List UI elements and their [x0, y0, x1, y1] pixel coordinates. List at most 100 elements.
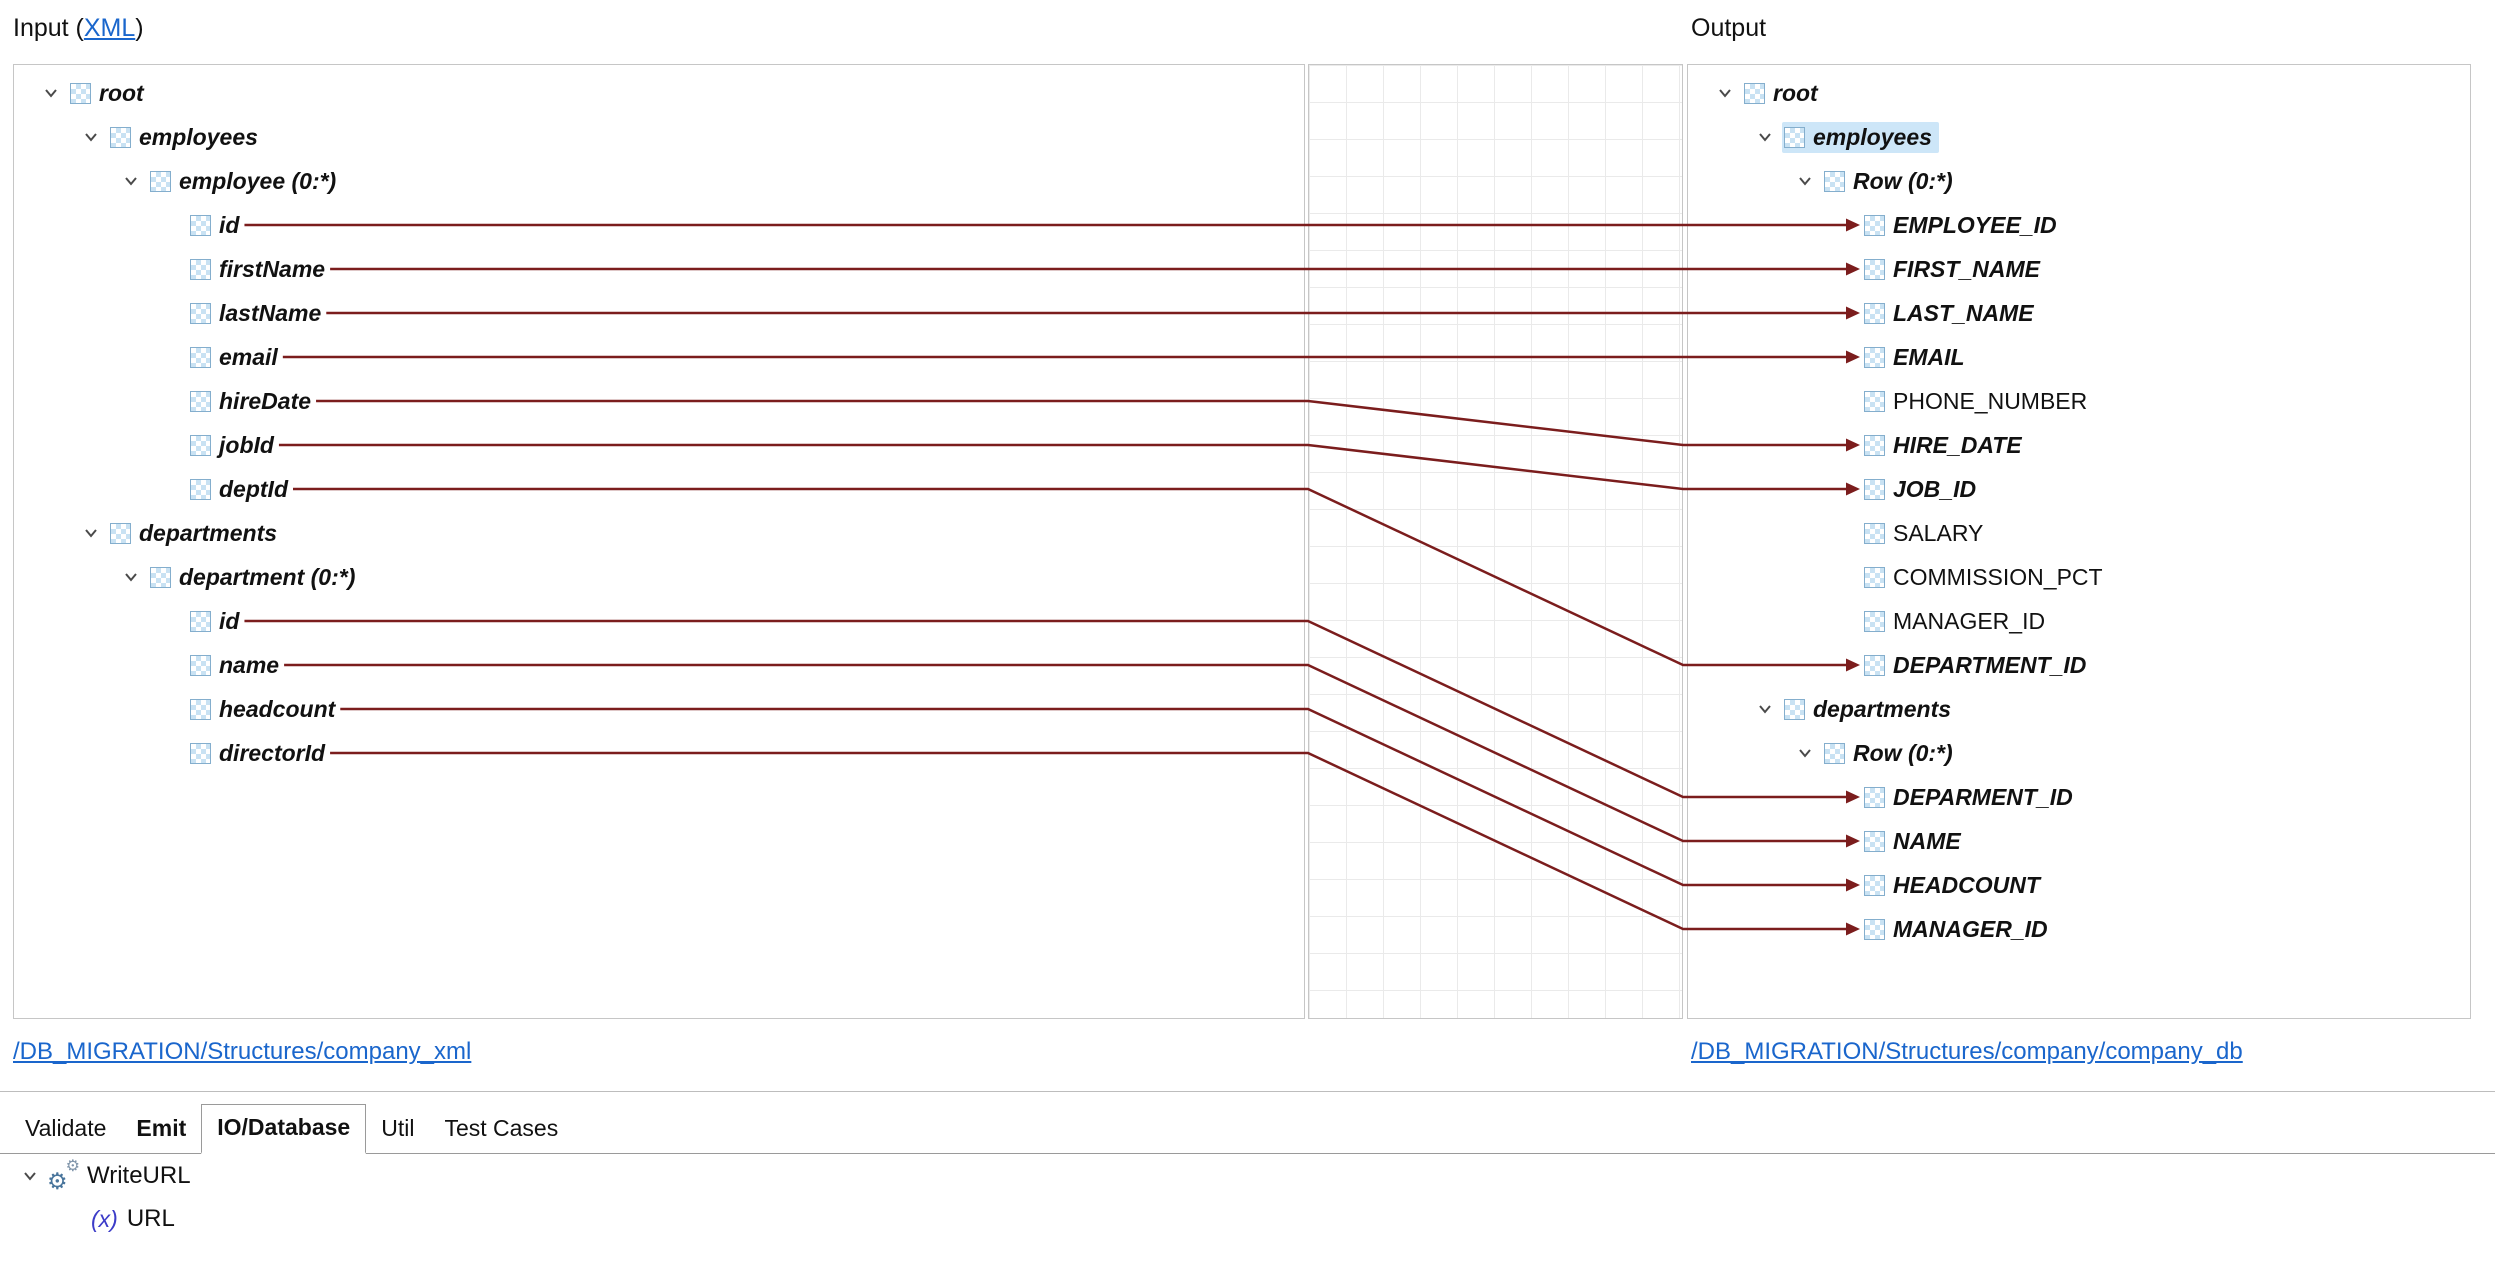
node[interactable]: DEPARTMENT_ID [1862, 650, 2093, 681]
input-structure-link[interactable]: /DB_MIGRATION/Structures/company_xml [13, 1038, 472, 1065]
element-icon[interactable] [1864, 918, 1885, 940]
input-tree-item-departments[interactable]: departments [14, 511, 1304, 555]
element-icon[interactable] [150, 170, 171, 192]
element-icon[interactable] [1824, 742, 1845, 764]
node[interactable]: Row (0:*) [1822, 738, 1960, 769]
element-icon[interactable] [190, 214, 211, 236]
element-icon[interactable] [190, 390, 211, 412]
element-icon[interactable] [1864, 654, 1885, 676]
node[interactable]: EMPLOYEE_ID [1862, 210, 2064, 241]
chevron-down-icon[interactable] [74, 521, 108, 545]
chevron-down-icon[interactable] [13, 1164, 47, 1188]
element-icon[interactable] [1744, 82, 1765, 104]
output-tree-item-job-id[interactable]: JOB_ID [1688, 467, 2470, 511]
element-icon[interactable] [1864, 434, 1885, 456]
node[interactable]: HIRE_DATE [1862, 430, 2029, 461]
node[interactable]: firstName [188, 254, 332, 285]
output-tree-item-employee-id[interactable]: EMPLOYEE_ID [1688, 203, 2470, 247]
tab-test-cases[interactable]: Test Cases [444, 1115, 559, 1141]
input-tree-item-root[interactable]: root [14, 71, 1304, 115]
tab-emit[interactable]: Emit [136, 1115, 187, 1141]
node[interactable]: NAME [1862, 826, 1968, 857]
url-node[interactable]: (x) URL [13, 1197, 175, 1241]
node[interactable]: deptId [188, 474, 295, 505]
node[interactable]: HEADCOUNT [1862, 870, 2047, 901]
node[interactable]: department (0:*) [148, 562, 362, 593]
chevron-down-icon[interactable] [1748, 125, 1782, 149]
node[interactable]: departments [108, 518, 284, 549]
node[interactable]: root [68, 78, 151, 109]
chevron-down-icon[interactable] [1788, 169, 1822, 193]
output-tree-item-email[interactable]: EMAIL [1688, 335, 2470, 379]
output-tree-item-department-id[interactable]: DEPARTMENT_ID [1688, 643, 2470, 687]
input-tree-item-id[interactable]: id [14, 203, 1304, 247]
node[interactable]: PHONE_NUMBER [1862, 386, 2094, 417]
output-tree-item-manager-id[interactable]: MANAGER_ID [1688, 907, 2470, 951]
output-tree-item-salary[interactable]: SALARY [1688, 511, 2470, 555]
node[interactable]: jobId [188, 430, 281, 461]
output-tree-item-hire-date[interactable]: HIRE_DATE [1688, 423, 2470, 467]
element-icon[interactable] [190, 742, 211, 764]
node[interactable]: FIRST_NAME [1862, 254, 2047, 285]
output-tree-item-root[interactable]: root [1688, 71, 2470, 115]
node[interactable]: COMMISSION_PCT [1862, 562, 2110, 593]
element-icon[interactable] [1864, 346, 1885, 368]
node[interactable]: id [188, 210, 246, 241]
output-tree-item-first-name[interactable]: FIRST_NAME [1688, 247, 2470, 291]
element-icon[interactable] [190, 258, 211, 280]
element-icon[interactable] [1864, 302, 1885, 324]
output-tree-item-last-name[interactable]: LAST_NAME [1688, 291, 2470, 335]
node[interactable]: MANAGER_ID [1862, 914, 2055, 945]
element-icon[interactable] [190, 346, 211, 368]
element-icon[interactable] [190, 698, 211, 720]
chevron-down-icon[interactable] [114, 565, 148, 589]
output-tree-item-employees[interactable]: employees [1688, 115, 2470, 159]
output-tree-item-manager-id[interactable]: MANAGER_ID [1688, 599, 2470, 643]
selected-node[interactable]: employees [1782, 121, 1939, 153]
element-icon[interactable] [1824, 170, 1845, 192]
output-tree-item-commission-pct[interactable]: COMMISSION_PCT [1688, 555, 2470, 599]
input-tree-item-jobid[interactable]: jobId [14, 423, 1304, 467]
element-icon[interactable] [1864, 390, 1885, 412]
node[interactable]: directorId [188, 738, 332, 769]
element-icon[interactable] [1864, 478, 1885, 500]
chevron-down-icon[interactable] [1748, 697, 1782, 721]
node[interactable]: employees [108, 122, 265, 153]
node[interactable]: Row (0:*) [1822, 166, 1960, 197]
element-icon[interactable] [1864, 830, 1885, 852]
node[interactable]: email [188, 342, 285, 373]
output-tree-item-deparment-id[interactable]: DEPARMENT_ID [1688, 775, 2470, 819]
node[interactable]: departments [1782, 694, 1958, 725]
element-icon[interactable] [110, 522, 131, 544]
node[interactable]: JOB_ID [1862, 474, 1983, 505]
node[interactable]: MANAGER_ID [1862, 606, 2052, 637]
element-icon[interactable] [70, 82, 91, 104]
element-icon[interactable] [1864, 214, 1885, 236]
element-icon[interactable] [190, 302, 211, 324]
chevron-down-icon[interactable] [1788, 741, 1822, 765]
chevron-down-icon[interactable] [34, 81, 68, 105]
output-tree-item-name[interactable]: NAME [1688, 819, 2470, 863]
input-tree-item-firstname[interactable]: firstName [14, 247, 1304, 291]
tab-validate[interactable]: Validate [25, 1115, 107, 1141]
node[interactable]: name [188, 650, 286, 681]
node[interactable]: hireDate [188, 386, 318, 417]
output-tree-item-departments[interactable]: departments [1688, 687, 2470, 731]
node[interactable]: SALARY [1862, 518, 1990, 549]
element-icon[interactable] [150, 566, 171, 588]
tab-util[interactable]: Util [381, 1115, 415, 1141]
element-icon[interactable] [190, 478, 211, 500]
node[interactable]: id [188, 606, 246, 637]
input-tree-item-employees[interactable]: employees [14, 115, 1304, 159]
node[interactable]: employee (0:*) [148, 166, 343, 197]
node[interactable]: lastName [188, 298, 328, 329]
input-tree-item-hiredate[interactable]: hireDate [14, 379, 1304, 423]
node[interactable]: headcount [188, 694, 342, 725]
element-icon[interactable] [1864, 874, 1885, 896]
element-icon[interactable] [1864, 786, 1885, 808]
element-icon[interactable] [190, 654, 211, 676]
tab-io-database[interactable]: IO/Database [201, 1104, 367, 1154]
chevron-down-icon[interactable] [74, 125, 108, 149]
element-icon[interactable] [1784, 126, 1805, 148]
node[interactable]: EMAIL [1862, 342, 1972, 373]
